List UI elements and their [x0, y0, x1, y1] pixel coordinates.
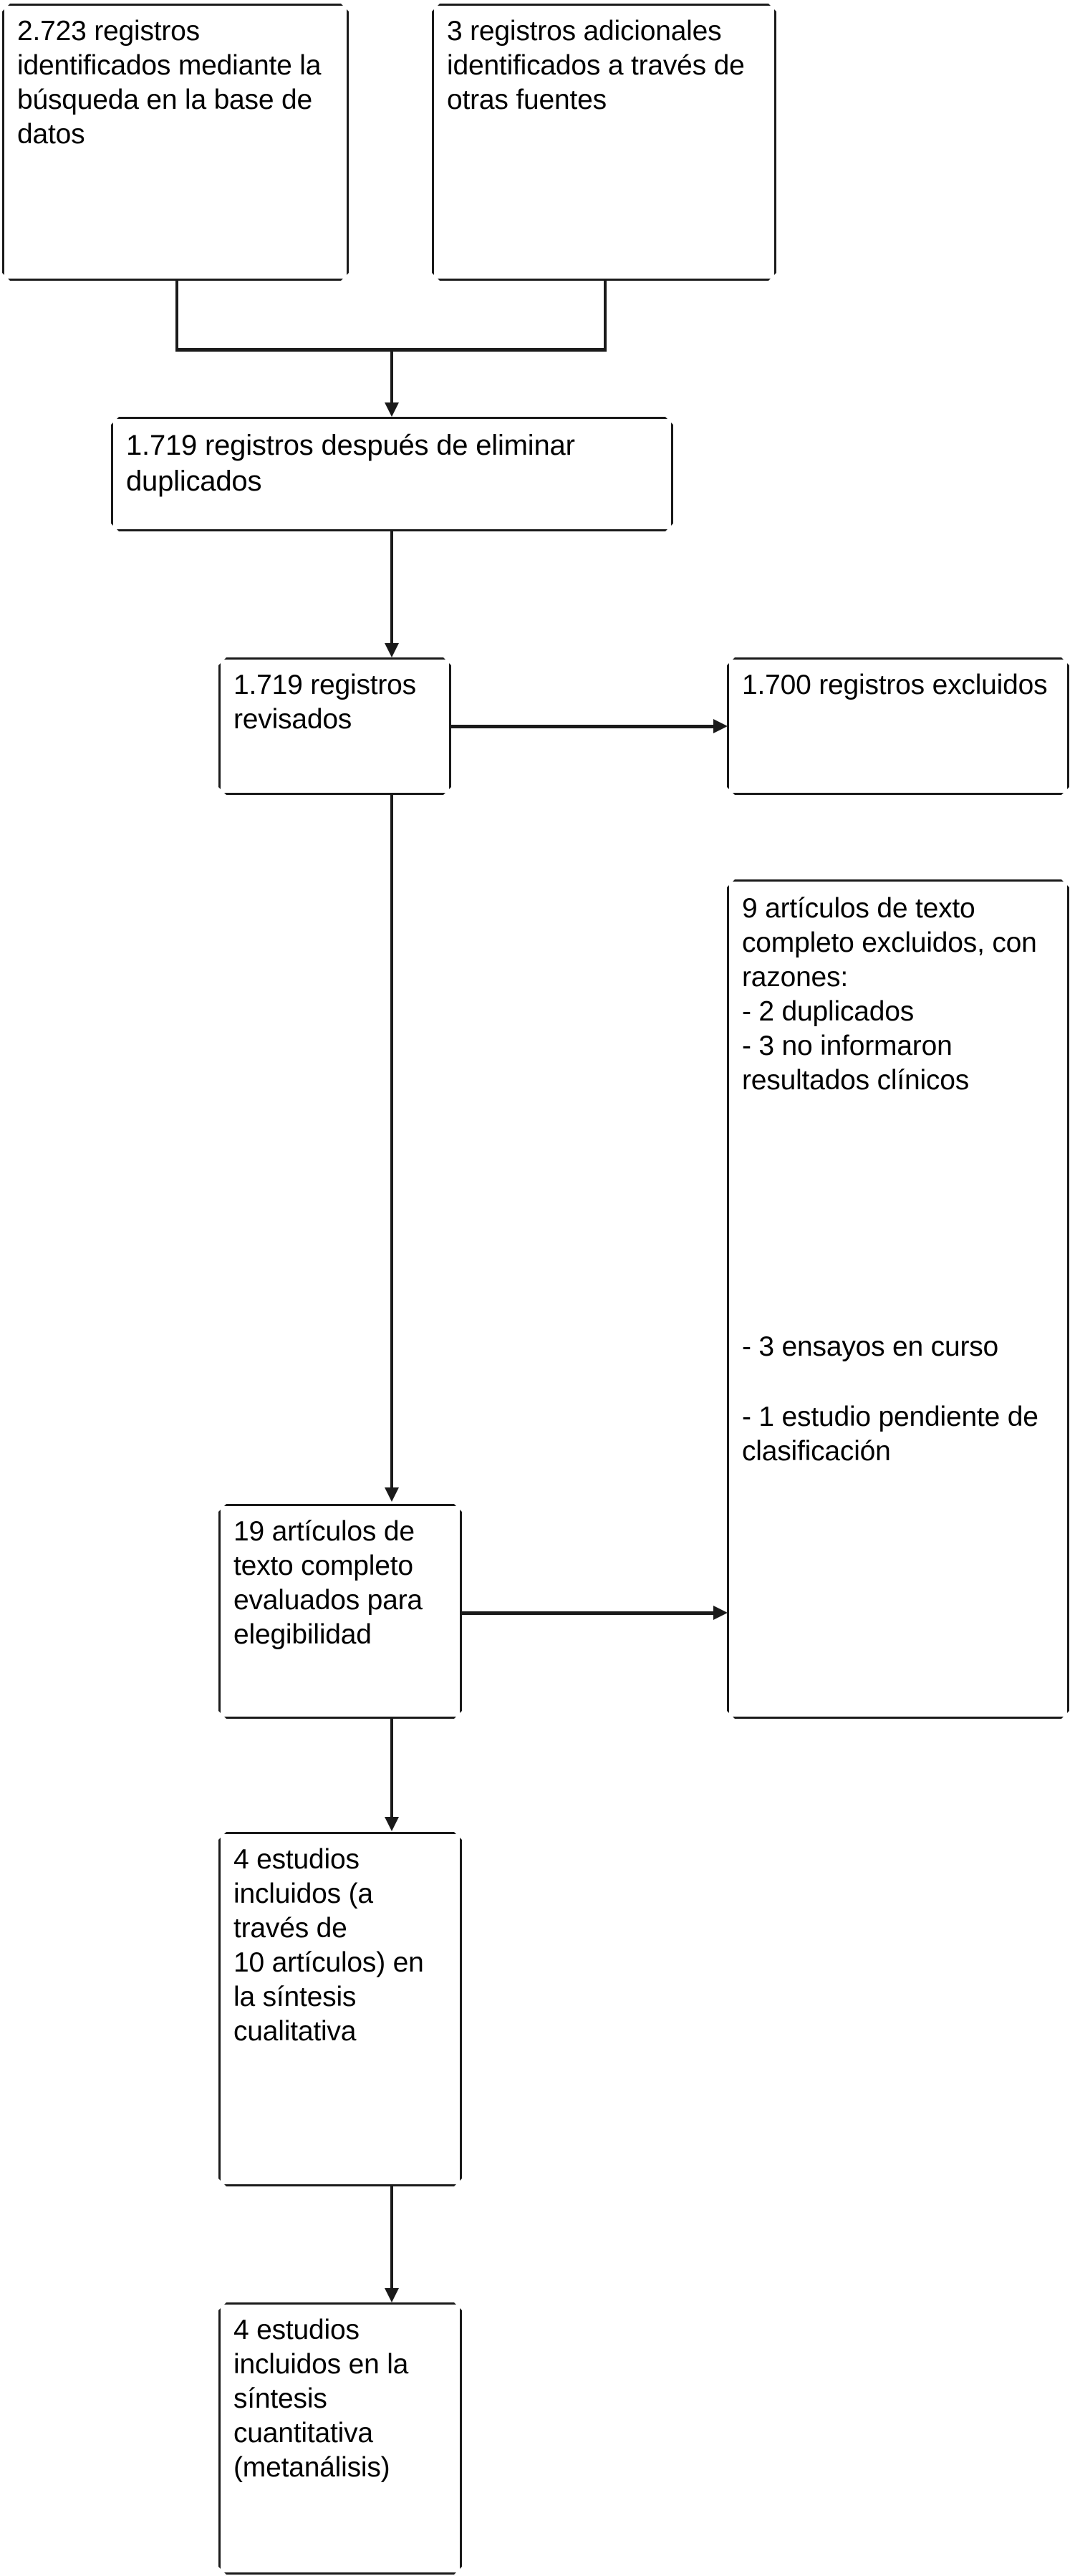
connector-dedup-to-screened: [390, 531, 393, 646]
arrowhead-to-dedup: [385, 402, 399, 417]
node-fulltext-excluded-reasons-part2: - 3 ensayos en curso: [742, 1331, 999, 1362]
node-fulltext-excluded-reasons-part3: - 1 estudio pendiente de clasificación: [742, 1402, 1038, 1467]
arrowhead-to-screened: [385, 643, 399, 657]
node-identification-other-sources: 3 registros adicionales identificados a …: [432, 4, 776, 281]
connector-assessed-to-excluded-reasons: [462, 1611, 716, 1615]
node-after-duplicates: 1.719 registros después de eliminar dupl…: [111, 417, 673, 531]
connector-screened-to-assessed: [390, 795, 393, 1493]
connector-screened-to-excluded: [451, 725, 716, 728]
node-fulltext-assessed: 19 artículos de texto completo evaluados…: [218, 1504, 462, 1719]
connector-assessed-to-qualitative: [390, 1719, 393, 1823]
node-records-excluded: 1.700 registros excluidos: [727, 657, 1069, 795]
node-qualitative-synthesis: 4 estudios incluidos (a través de 10 art…: [218, 1832, 462, 2186]
node-fulltext-excluded-reasons-part1: 9 artículos de texto completo excluidos,…: [742, 893, 1037, 1096]
connector-merge-left-stem: [175, 281, 178, 351]
node-records-screened-text: 1.719 registros revisados: [233, 670, 416, 735]
node-fulltext-excluded-reasons: 9 artículos de texto completo excluidos,…: [727, 879, 1069, 1719]
connector-merge-right-stem: [604, 281, 607, 351]
node-identification-database: 2.723 registros identificados mediante l…: [2, 4, 349, 281]
connector-qualitative-to-quantitative: [390, 2186, 393, 2294]
node-identification-other-sources-text: 3 registros adicionales identificados a …: [447, 16, 745, 115]
arrowhead-to-excluded-reasons: [713, 1606, 728, 1620]
node-fulltext-assessed-text: 19 artículos de texto completo evaluados…: [233, 1516, 423, 1650]
node-quantitative-synthesis: 4 estudios incluidos en la síntesis cuan…: [218, 2302, 462, 2575]
arrowhead-to-assessed: [385, 1487, 399, 1502]
node-qualitative-synthesis-text: 4 estudios incluidos (a través de 10 art…: [233, 1844, 424, 2047]
node-quantitative-synthesis-text: 4 estudios incluidos en la síntesis cuan…: [233, 2315, 409, 2483]
arrowhead-to-excluded: [713, 719, 728, 733]
arrowhead-to-qualitative: [385, 1817, 399, 1831]
node-identification-database-text: 2.723 registros identificados mediante l…: [17, 16, 322, 150]
connector-merge-to-dedup: [390, 348, 393, 405]
node-records-excluded-text: 1.700 registros excluidos: [742, 670, 1048, 700]
node-after-duplicates-text: 1.719 registros después de eliminar dupl…: [126, 430, 575, 497]
node-records-screened: 1.719 registros revisados: [218, 657, 451, 795]
arrowhead-to-quantitative: [385, 2288, 399, 2302]
